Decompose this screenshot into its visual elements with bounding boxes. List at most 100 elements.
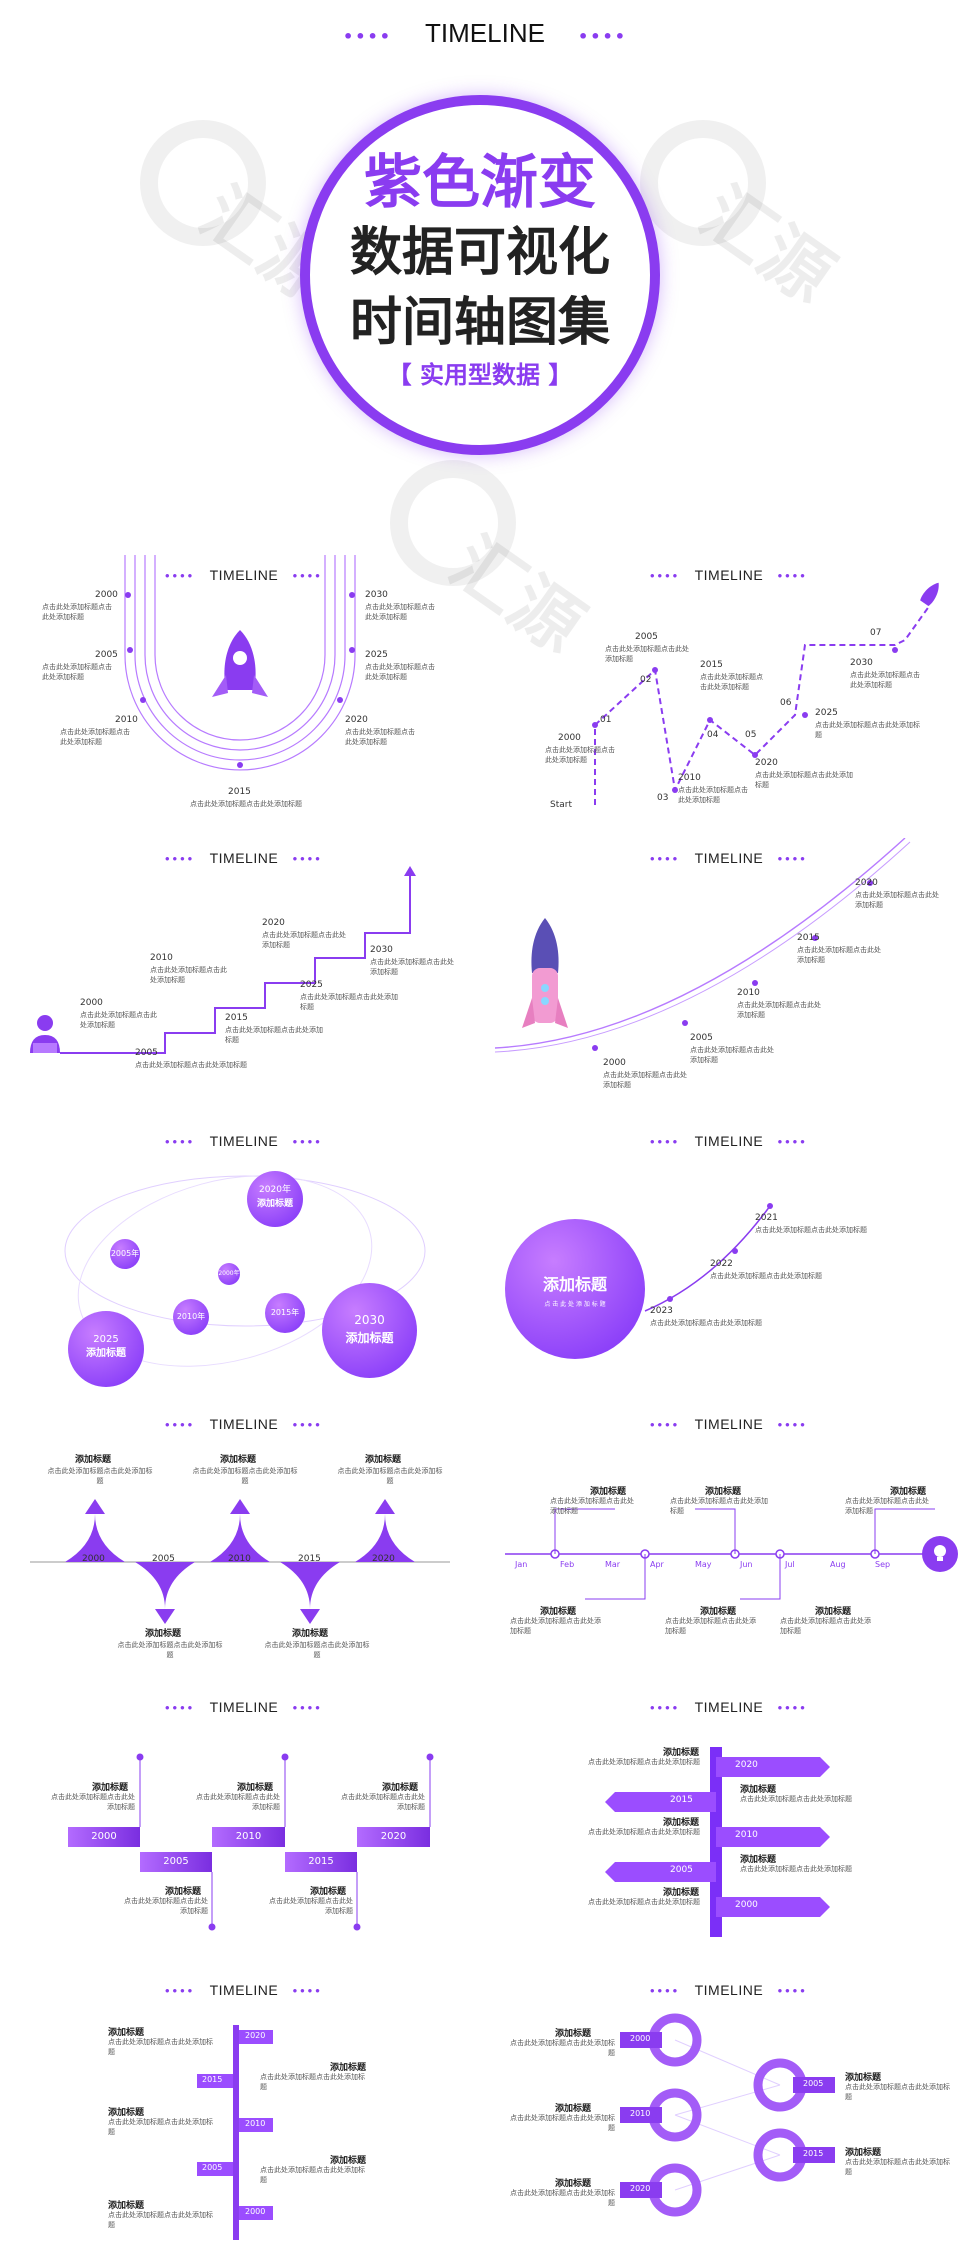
header-dots: •••• xyxy=(777,851,808,866)
band-2000: 2000 xyxy=(68,1827,140,1847)
s4-year-2020: 2020 xyxy=(855,878,878,888)
slide-rocket-arcs: 2000 点击此处添加标题点击此处添加标题 2005 点击此处添加标题点击此处添… xyxy=(0,555,485,838)
s3-year-2010: 2010 xyxy=(150,953,173,963)
ribbon-year-1: 2020 xyxy=(735,1760,758,1770)
s12-title-2: 添加标题 xyxy=(555,2104,592,2114)
s10-title-1: 添加标题 xyxy=(663,1748,700,1758)
slide-header: •••• TIMELINE •••• xyxy=(650,567,808,583)
slide-header: •••• TIMELINE •••• xyxy=(165,1699,323,1715)
vbar-year-2: 2015 xyxy=(202,2075,223,2084)
orbit-graphic xyxy=(64,1175,426,1367)
s10-text-2: 点击此处添加标题点击此处添加标题 xyxy=(740,1795,852,1803)
s2-text-2000: 点击此处添加标题点击此处添加标题 xyxy=(545,746,615,764)
s10-text-5: 点击此处添加标题点击此处添加标题 xyxy=(588,1898,700,1906)
s7-title-1: 添加标题 xyxy=(75,1455,112,1465)
s7-year-1: 2000 xyxy=(82,1554,105,1564)
header-dots: •••• xyxy=(292,1983,323,1998)
slide-header: •••• TIMELINE •••• xyxy=(165,850,323,866)
bubble-2020: 2020年 添加标题 xyxy=(247,1171,303,1227)
s1-left-text-2: 点击此处添加标题点击此处添加标题 xyxy=(42,663,112,681)
s1-right-year-3: 2020 xyxy=(345,715,368,725)
s2-year-2015: 2015 xyxy=(700,660,723,670)
band-2000-year: 2000 xyxy=(91,1831,117,1842)
ring-year-2: 2010 xyxy=(630,2109,651,2118)
slide-title: TIMELINE xyxy=(694,567,764,583)
ribbon-year-5: 2000 xyxy=(735,1900,758,1910)
ribbon-year-3: 2010 xyxy=(735,1830,758,1840)
bubble-2000-year: 2000年 xyxy=(218,1270,240,1277)
rocket-icon xyxy=(920,582,939,607)
s8-title-4: 添加标题 xyxy=(540,1607,577,1617)
slide-header: •••• TIMELINE •••• xyxy=(650,1133,808,1149)
band-2020-year: 2020 xyxy=(380,1831,407,1842)
slide-bubbles: 2020年 添加标题 2005年 2000年 2010年 2015年 2025 … xyxy=(0,1121,485,1404)
s7-text-4: 点击此处添加标题点击此处添加标题 xyxy=(264,1641,370,1659)
slide-header: •••• TIMELINE •••• xyxy=(650,1416,808,1432)
header-dots-left: •••• xyxy=(343,27,392,46)
s12-text-1: 点击此处添加标题点击此处添加标题 xyxy=(510,2039,615,2057)
s3-year-2030: 2030 xyxy=(370,945,393,955)
bands-lines xyxy=(136,1753,434,1931)
header-dots: •••• xyxy=(292,568,323,583)
s2-year-2020: 2020 xyxy=(755,758,778,768)
cover-tag: 【 实用型数据 】 xyxy=(387,361,573,389)
s4-text-2000: 点击此处添加标题点击此处添加标题 xyxy=(603,1071,687,1089)
s11-text-3: 点击此处添加标题点击此处添加标题 xyxy=(108,2118,213,2136)
s8-text-5: 点击此处添加标题点击此处添加标题 xyxy=(665,1617,756,1635)
cover-title-1: 紫色渐变 xyxy=(363,148,596,216)
header-dots: •••• xyxy=(650,1983,681,1998)
bubble-2020-title: 添加标题 xyxy=(256,1199,293,1209)
header-dots: •••• xyxy=(292,851,323,866)
ribbons-graphic xyxy=(605,1747,830,1937)
rocket-icon xyxy=(212,630,268,697)
s4-text-2005: 点击此处添加标题点击此处添加标题 xyxy=(690,1046,774,1064)
band-2010: 2010 xyxy=(212,1827,285,1847)
s2-year-2005: 2005 xyxy=(635,632,658,642)
s7-year-3: 2010 xyxy=(228,1554,251,1564)
s2-text-2015: 点击此处添加标题点击此处添加标题 xyxy=(700,673,763,691)
month-label: May xyxy=(695,1560,712,1569)
zigzag-graphic xyxy=(592,582,939,805)
big-circle: 添加标题 点 击 此 处 添 加 标 题 xyxy=(505,1219,645,1359)
slide-title: TIMELINE xyxy=(694,850,764,866)
s9-title-5: 添加标题 xyxy=(382,1783,419,1793)
bulb-icon xyxy=(934,1545,946,1561)
s2-n-03: 03 xyxy=(657,793,669,803)
slide-title: TIMELINE xyxy=(694,1699,764,1715)
month-label: Jul xyxy=(785,1560,795,1569)
s4-year-2000: 2000 xyxy=(603,1058,626,1068)
s8-title-1: 添加标题 xyxy=(590,1487,627,1497)
vbar-year-1: 2020 xyxy=(245,2031,266,2040)
s2-year-2025: 2025 xyxy=(815,708,838,718)
big-circle-sub: 点 击 此 处 添 加 标 题 xyxy=(544,1301,606,1308)
s3-text-2015: 点击此处添加标题点击此处添加标题 xyxy=(225,1026,323,1044)
s10-text-4: 点击此处添加标题点击此处添加标题 xyxy=(740,1865,852,1873)
s7-text-1: 点击此处添加标题点击此处添加标题 xyxy=(47,1467,153,1485)
s1-left-year-3: 2010 xyxy=(115,715,138,725)
s7-title-3: 添加标题 xyxy=(220,1455,257,1465)
month-label: Jan xyxy=(515,1560,528,1569)
s4-text-2010: 点击此处添加标题点击此处添加标题 xyxy=(737,1001,821,1019)
s8-title-3: 添加标题 xyxy=(890,1487,927,1497)
s10-title-4: 添加标题 xyxy=(740,1855,777,1865)
header-dots: •••• xyxy=(777,1983,808,1998)
slide-header: •••• TIMELINE •••• xyxy=(165,1982,323,1998)
slide-ribbons: 2020 2015 2010 2005 2000 添加标题 点击此处添加标题点击… xyxy=(485,1687,970,1970)
arcs-graphic xyxy=(124,555,356,771)
s1-right-year-1: 2030 xyxy=(365,590,388,600)
s1-bottom-year: 2015 xyxy=(228,787,251,797)
s1-right-year-2: 2025 xyxy=(365,650,388,660)
s1-right-text-1: 点击此处添加标题点击此处添加标题 xyxy=(365,603,435,621)
person-icon xyxy=(30,1015,60,1053)
s9-text-5: 点击此处添加标题点击此处添加标题 xyxy=(341,1793,425,1811)
s11-text-1: 点击此处添加标题点击此处添加标题 xyxy=(108,2038,213,2056)
s4-year-2015: 2015 xyxy=(797,933,820,943)
ring-year-4: 2005 xyxy=(803,2079,824,2088)
s9-text-2: 点击此处添加标题点击此处添加标题 xyxy=(124,1897,208,1915)
bubble-2005-year: 2005年 xyxy=(110,1249,140,1258)
s4-text-2020: 点击此处添加标题点击此处添加标题 xyxy=(855,891,939,909)
s3-year-2000: 2000 xyxy=(80,998,103,1008)
bubble-2025: 2025 添加标题 xyxy=(68,1311,144,1387)
s3-text-2030: 点击此处添加标题点击此处添加标题 xyxy=(370,958,454,976)
slide-rings: 2000 2010 2020 2005 2015 添加标题 点击此处添加标题点击… xyxy=(485,1970,970,2253)
